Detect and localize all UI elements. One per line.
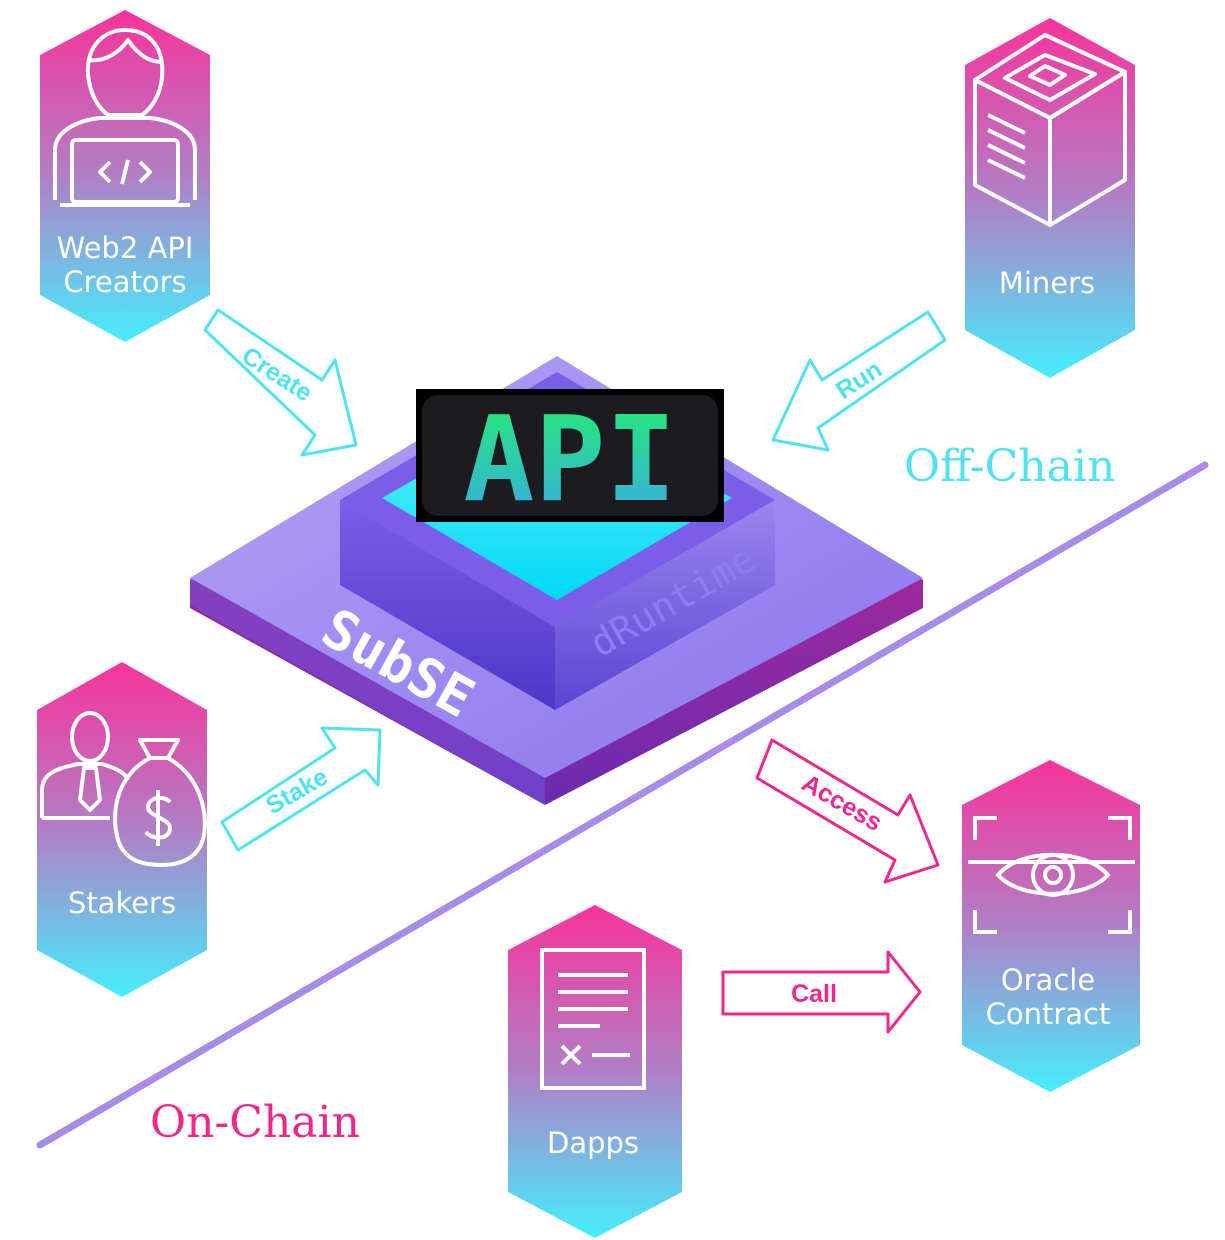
node-label-miners: Miners bbox=[999, 266, 1095, 300]
node-stakers: Stakers bbox=[37, 662, 207, 997]
node-label-oracle-line2: Contract bbox=[986, 997, 1111, 1031]
node-label-dapps: Dapps bbox=[547, 1126, 639, 1160]
off-chain-label: Off-Chain bbox=[904, 441, 1115, 492]
node-label-oracle-line1: Oracle bbox=[1001, 963, 1095, 997]
arrow-create: Create bbox=[203, 308, 358, 457]
node-miners: Miners bbox=[965, 18, 1135, 378]
node-oracle-contract: Oracle Contract bbox=[962, 760, 1140, 1092]
arrow-label-call: Call bbox=[791, 980, 837, 1008]
node-web2-api-creators: Web2 API Creators bbox=[40, 10, 210, 342]
arrow-access: Access bbox=[755, 738, 940, 884]
arrow-call: Call bbox=[721, 950, 922, 1034]
investor-money-bag-icon bbox=[40, 711, 207, 867]
chain-divider-line bbox=[36, 461, 1209, 1149]
arrow-run: Run bbox=[771, 310, 947, 452]
arrow-stake: Stake bbox=[220, 726, 382, 852]
node-label-creators-line2: Creators bbox=[63, 265, 186, 299]
contract-document-icon bbox=[540, 948, 646, 1090]
node-label-creators-line1: Web2 API bbox=[57, 231, 194, 265]
developer-laptop-icon bbox=[53, 28, 197, 207]
eye-scan-icon bbox=[968, 816, 1135, 934]
node-dapps: Dapps bbox=[508, 905, 682, 1238]
druntime-platform: SubSE dRuntime bbox=[190, 356, 923, 805]
server-cube-icon bbox=[973, 33, 1127, 227]
node-label-stakers: Stakers bbox=[68, 886, 176, 920]
api-badge-text: API bbox=[463, 390, 676, 528]
on-chain-label: On-Chain bbox=[150, 1097, 360, 1148]
api-badge: API bbox=[416, 389, 724, 528]
